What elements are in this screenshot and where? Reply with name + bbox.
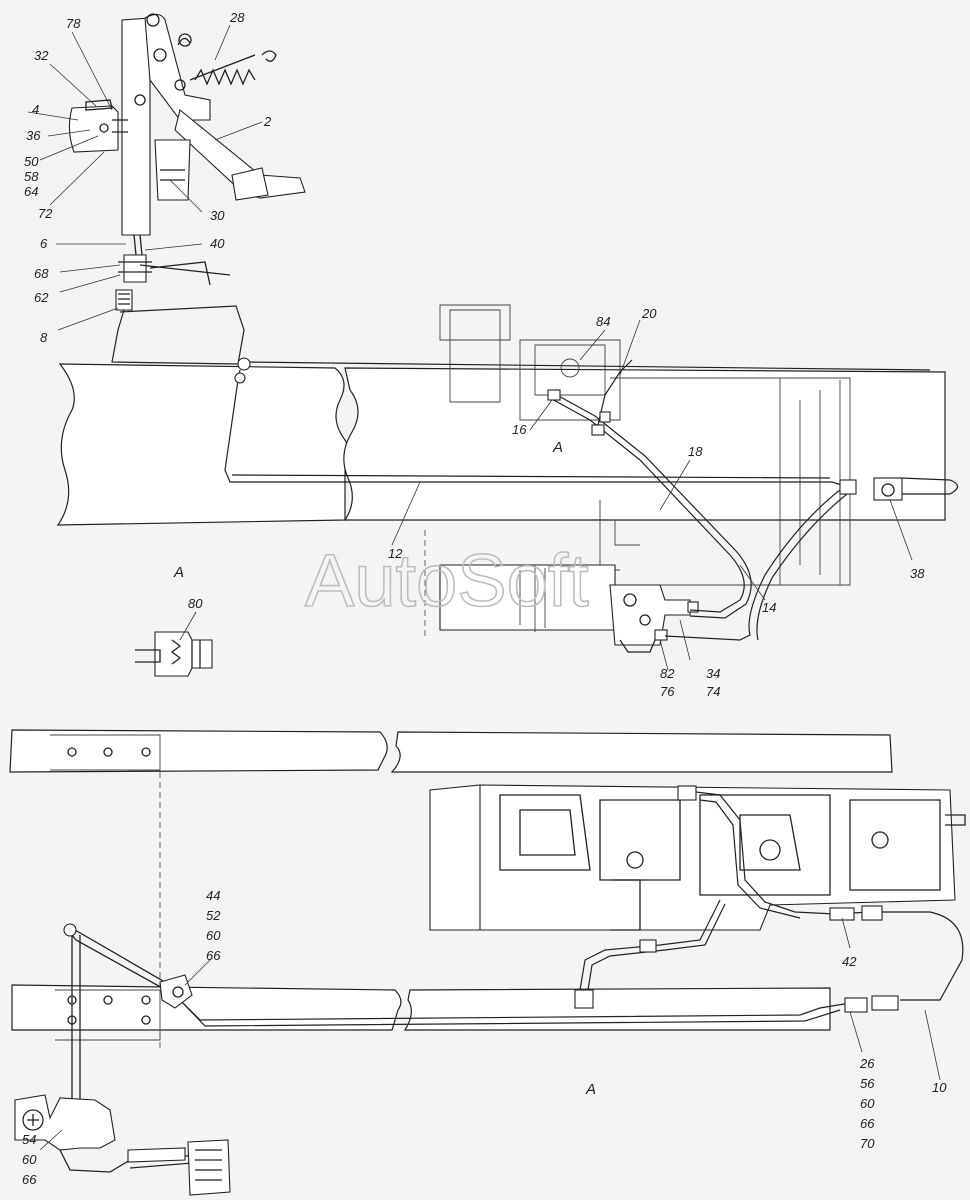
callout-66-lever: 66 <box>206 948 221 963</box>
callout-56: 56 <box>860 1076 875 1091</box>
callout-40: 40 <box>210 236 225 251</box>
callout-80: 80 <box>188 596 203 611</box>
leader-lines <box>27 24 941 1151</box>
callout-72: 72 <box>38 206 53 221</box>
upper-pipelines <box>111 305 959 641</box>
lower-frame-rail-top <box>9 729 893 1050</box>
upper-frame-rail <box>56 363 946 526</box>
view-a-fitting <box>135 631 213 677</box>
callout-42: 42 <box>842 954 857 969</box>
lower-pipelines <box>174 791 964 1027</box>
callout-50: 50 <box>24 154 39 169</box>
callout-4: 4 <box>32 102 39 117</box>
callout-64: 64 <box>24 184 38 199</box>
callout-20: 20 <box>641 306 657 321</box>
callout-12: 12 <box>388 546 403 561</box>
callout-66-pedal: 66 <box>22 1172 37 1187</box>
callout-70: 70 <box>860 1136 875 1151</box>
callout-52: 52 <box>206 908 221 923</box>
callout-16: 16 <box>512 422 527 437</box>
callout-68: 68 <box>34 266 49 281</box>
callout-32: 32 <box>34 48 49 63</box>
lower-pedal-assembly <box>14 923 231 1196</box>
clutch-booster <box>439 564 699 653</box>
callout-82: 82 <box>660 666 675 681</box>
lower-frame-rail-bottom <box>11 984 831 1041</box>
callout-76: 76 <box>660 684 675 699</box>
section-marker-a-lower: A <box>585 1081 596 1098</box>
view-a-title: A <box>173 564 184 581</box>
callout-60-lever: 60 <box>206 928 221 943</box>
callout-58: 58 <box>24 169 39 184</box>
callout-36: 36 <box>26 128 41 143</box>
callout-62: 62 <box>34 290 49 305</box>
callout-38: 38 <box>910 566 925 581</box>
callout-66-fitting: 66 <box>860 1116 875 1131</box>
callout-30: 30 <box>210 208 225 223</box>
watermark-text: AutoSoft <box>305 539 589 622</box>
callout-84: 84 <box>596 314 610 329</box>
callout-2: 2 <box>263 114 272 129</box>
callout-10: 10 <box>932 1080 947 1095</box>
clutch-pedal-assembly <box>68 13 306 311</box>
callout-60-fitting: 60 <box>860 1096 875 1111</box>
callout-44: 44 <box>206 888 220 903</box>
callout-60-pedal: 60 <box>22 1152 37 1167</box>
callout-74: 74 <box>706 684 720 699</box>
callout-8: 8 <box>40 330 48 345</box>
callout-54: 54 <box>22 1132 36 1147</box>
callout-78: 78 <box>66 16 81 31</box>
callout-6: 6 <box>40 236 48 251</box>
callout-14: 14 <box>762 600 776 615</box>
callout-labels: 78 32 4 36 50 58 64 72 28 2 30 6 40 68 6… <box>22 10 947 1187</box>
callout-26: 26 <box>859 1056 875 1071</box>
lower-gearbox <box>429 784 966 931</box>
callout-28: 28 <box>229 10 245 25</box>
section-marker-a-upper: A <box>552 439 563 456</box>
callout-18: 18 <box>688 444 703 459</box>
callout-34: 34 <box>706 666 720 681</box>
